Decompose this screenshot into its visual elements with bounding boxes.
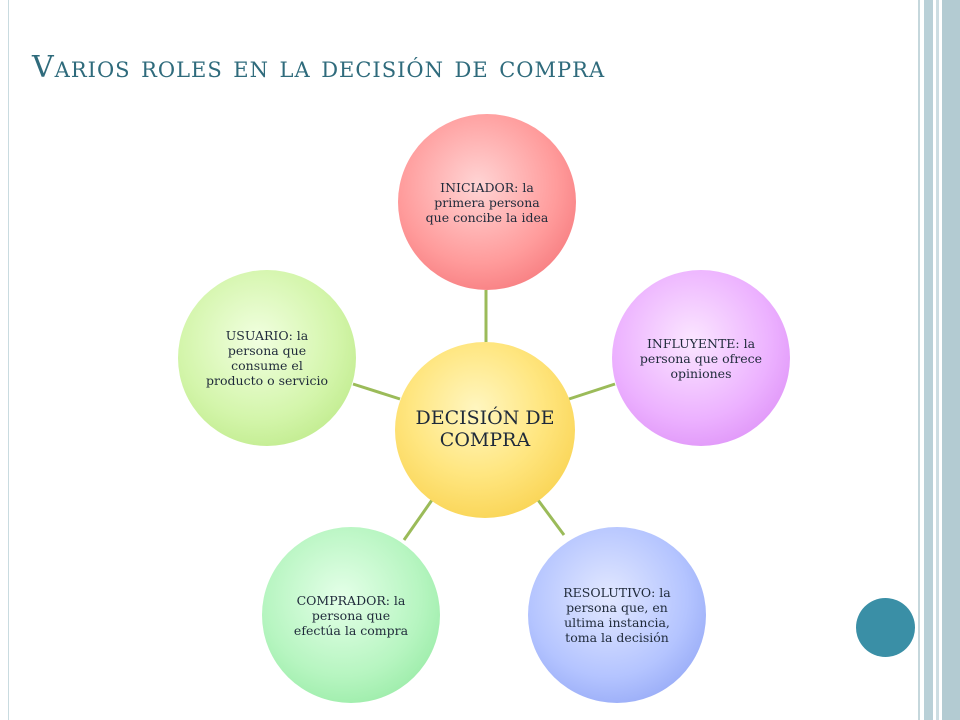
connector-influyente: [568, 382, 616, 401]
node-usuario: USUARIO: la persona que consume el produ…: [178, 270, 356, 446]
node-resolutivo-label: RESOLUTIVO: la persona que, en ultima in…: [563, 585, 671, 645]
node-usuario-label: USUARIO: la persona que consume el produ…: [206, 328, 328, 388]
left-border-line: [8, 0, 9, 720]
node-influyente-label: INFLUYENTE: la persona que ofrece opinio…: [639, 335, 763, 381]
node-influyente: INFLUYENTE: la persona que ofrece opinio…: [612, 270, 790, 446]
node-center-decision: DECISIÓN DE COMPRA: [395, 342, 575, 518]
accent-circle: [856, 598, 915, 657]
node-comprador: COMPRADOR: la persona que efectúa la com…: [262, 527, 440, 703]
node-resolutivo: RESOLUTIVO: la persona que, en ultima in…: [528, 527, 706, 703]
connector-resolutivo: [536, 499, 566, 536]
decorative-stripe: [924, 0, 933, 720]
decorative-stripe: [942, 0, 960, 720]
node-center-label: DECISIÓN DE COMPRA: [415, 407, 555, 451]
slide-title: Varios roles en la decisión de compra: [32, 50, 606, 85]
node-iniciador: INICIADOR: la primera persona que concib…: [398, 114, 576, 290]
decorative-stripe: [918, 0, 920, 720]
connector-usuario: [352, 382, 401, 401]
node-iniciador-label: INICIADOR: la primera persona que concib…: [425, 179, 549, 225]
decorative-stripe: [936, 0, 939, 720]
connector-comprador: [402, 499, 434, 541]
node-comprador-label: COMPRADOR: la persona que efectúa la com…: [293, 592, 409, 638]
